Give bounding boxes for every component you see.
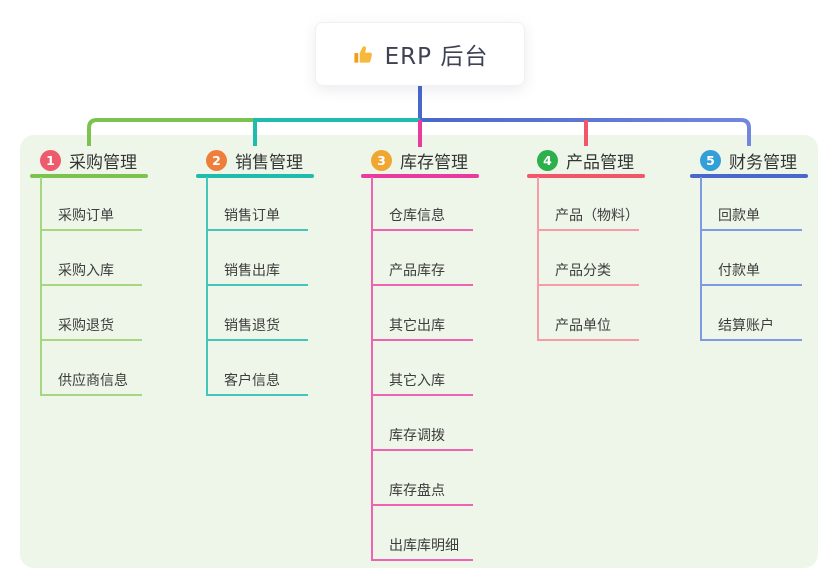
- child-underline: [700, 229, 802, 231]
- diagram-panel: [20, 135, 818, 568]
- branch-title-label: 产品管理: [566, 152, 634, 173]
- child-underline: [371, 449, 473, 451]
- child-node-label: 库存调拨: [389, 428, 445, 444]
- branch-header: 2 销售管理: [196, 147, 303, 173]
- branch-node-1: 1 采购管理 采购订单 采购入库 采购退货 供应商信息: [30, 0, 190, 588]
- root-node-label: ERP 后台: [384, 44, 489, 70]
- child-underline: [700, 339, 802, 341]
- branch-badge: 2: [206, 149, 227, 171]
- child-underline: [40, 394, 142, 396]
- child-node-label: 产品分类: [555, 263, 611, 279]
- child-node-label: 出库库明细: [389, 538, 459, 554]
- branch-title-label: 销售管理: [235, 152, 303, 173]
- child-node-label: 采购退货: [58, 318, 114, 334]
- child-node-label: 产品库存: [389, 263, 445, 279]
- child-node-label: 销售订单: [224, 208, 280, 224]
- branch-badge: 4: [537, 149, 558, 171]
- branch-underline: [690, 174, 808, 178]
- branch-node-5: 5 财务管理 回款单 付款单 结算账户: [690, 0, 839, 588]
- branch-underline: [527, 174, 645, 178]
- child-underline: [537, 284, 639, 286]
- child-underline: [371, 504, 473, 506]
- child-underline: [371, 284, 473, 286]
- root-node: ERP 后台: [315, 22, 525, 86]
- child-underline: [371, 559, 473, 561]
- thumbs-up-icon: [354, 45, 372, 63]
- child-underline: [371, 229, 473, 231]
- child-node-label: 销售退货: [224, 318, 280, 334]
- child-underline: [40, 339, 142, 341]
- child-underline: [206, 394, 308, 396]
- child-underline: [40, 284, 142, 286]
- child-underline: [700, 284, 802, 286]
- branch-underline: [361, 174, 479, 178]
- branch-child-connector: [206, 177, 208, 396]
- child-underline: [206, 339, 308, 341]
- branch-node-2: 2 销售管理 销售订单 销售出库 销售退货 客户信息: [196, 0, 356, 588]
- child-node-label: 付款单: [718, 263, 760, 279]
- child-node-label: 销售出库: [224, 263, 280, 279]
- child-node-label: 仓库信息: [389, 208, 445, 224]
- branch-header: 5 财务管理: [690, 147, 797, 173]
- child-underline: [371, 339, 473, 341]
- child-underline: [40, 229, 142, 231]
- child-node-label: 客户信息: [224, 373, 280, 389]
- child-node-label: 其它入库: [389, 373, 445, 389]
- child-node-label: 供应商信息: [58, 373, 128, 389]
- branch-header: 4 产品管理: [527, 147, 634, 173]
- branch-header: 3 库存管理: [361, 147, 468, 173]
- child-underline: [206, 284, 308, 286]
- branch-underline: [30, 174, 148, 178]
- branch-child-connector: [537, 177, 539, 341]
- child-underline: [371, 394, 473, 396]
- branch-child-connector: [371, 177, 373, 561]
- child-node-label: 产品（物料）: [555, 208, 639, 224]
- branch-child-connector: [700, 177, 702, 341]
- branch-title-label: 采购管理: [69, 152, 137, 173]
- child-node-label: 库存盘点: [389, 483, 445, 499]
- branch-title-label: 财务管理: [729, 152, 797, 173]
- branch-underline: [196, 174, 314, 178]
- child-node-label: 回款单: [718, 208, 760, 224]
- child-node-label: 采购订单: [58, 208, 114, 224]
- branch-header: 1 采购管理: [30, 147, 137, 173]
- branch-title-label: 库存管理: [400, 152, 468, 173]
- child-node-label: 其它出库: [389, 318, 445, 334]
- branch-child-connector: [40, 177, 42, 396]
- branch-node-3: 3 库存管理 仓库信息 产品库存 其它出库 其它入库 库存调拨 库存盘点 出库库…: [361, 0, 521, 588]
- branch-badge: 1: [40, 149, 61, 171]
- child-underline: [537, 229, 639, 231]
- child-node-label: 结算账户: [718, 318, 774, 334]
- child-node-label: 采购入库: [58, 263, 114, 279]
- branch-node-4: 4 产品管理 产品（物料） 产品分类 产品单位: [527, 0, 687, 588]
- branch-badge: 5: [700, 149, 721, 171]
- child-node-label: 产品单位: [555, 318, 611, 334]
- branch-badge: 3: [371, 149, 392, 171]
- child-underline: [537, 339, 639, 341]
- child-underline: [206, 229, 308, 231]
